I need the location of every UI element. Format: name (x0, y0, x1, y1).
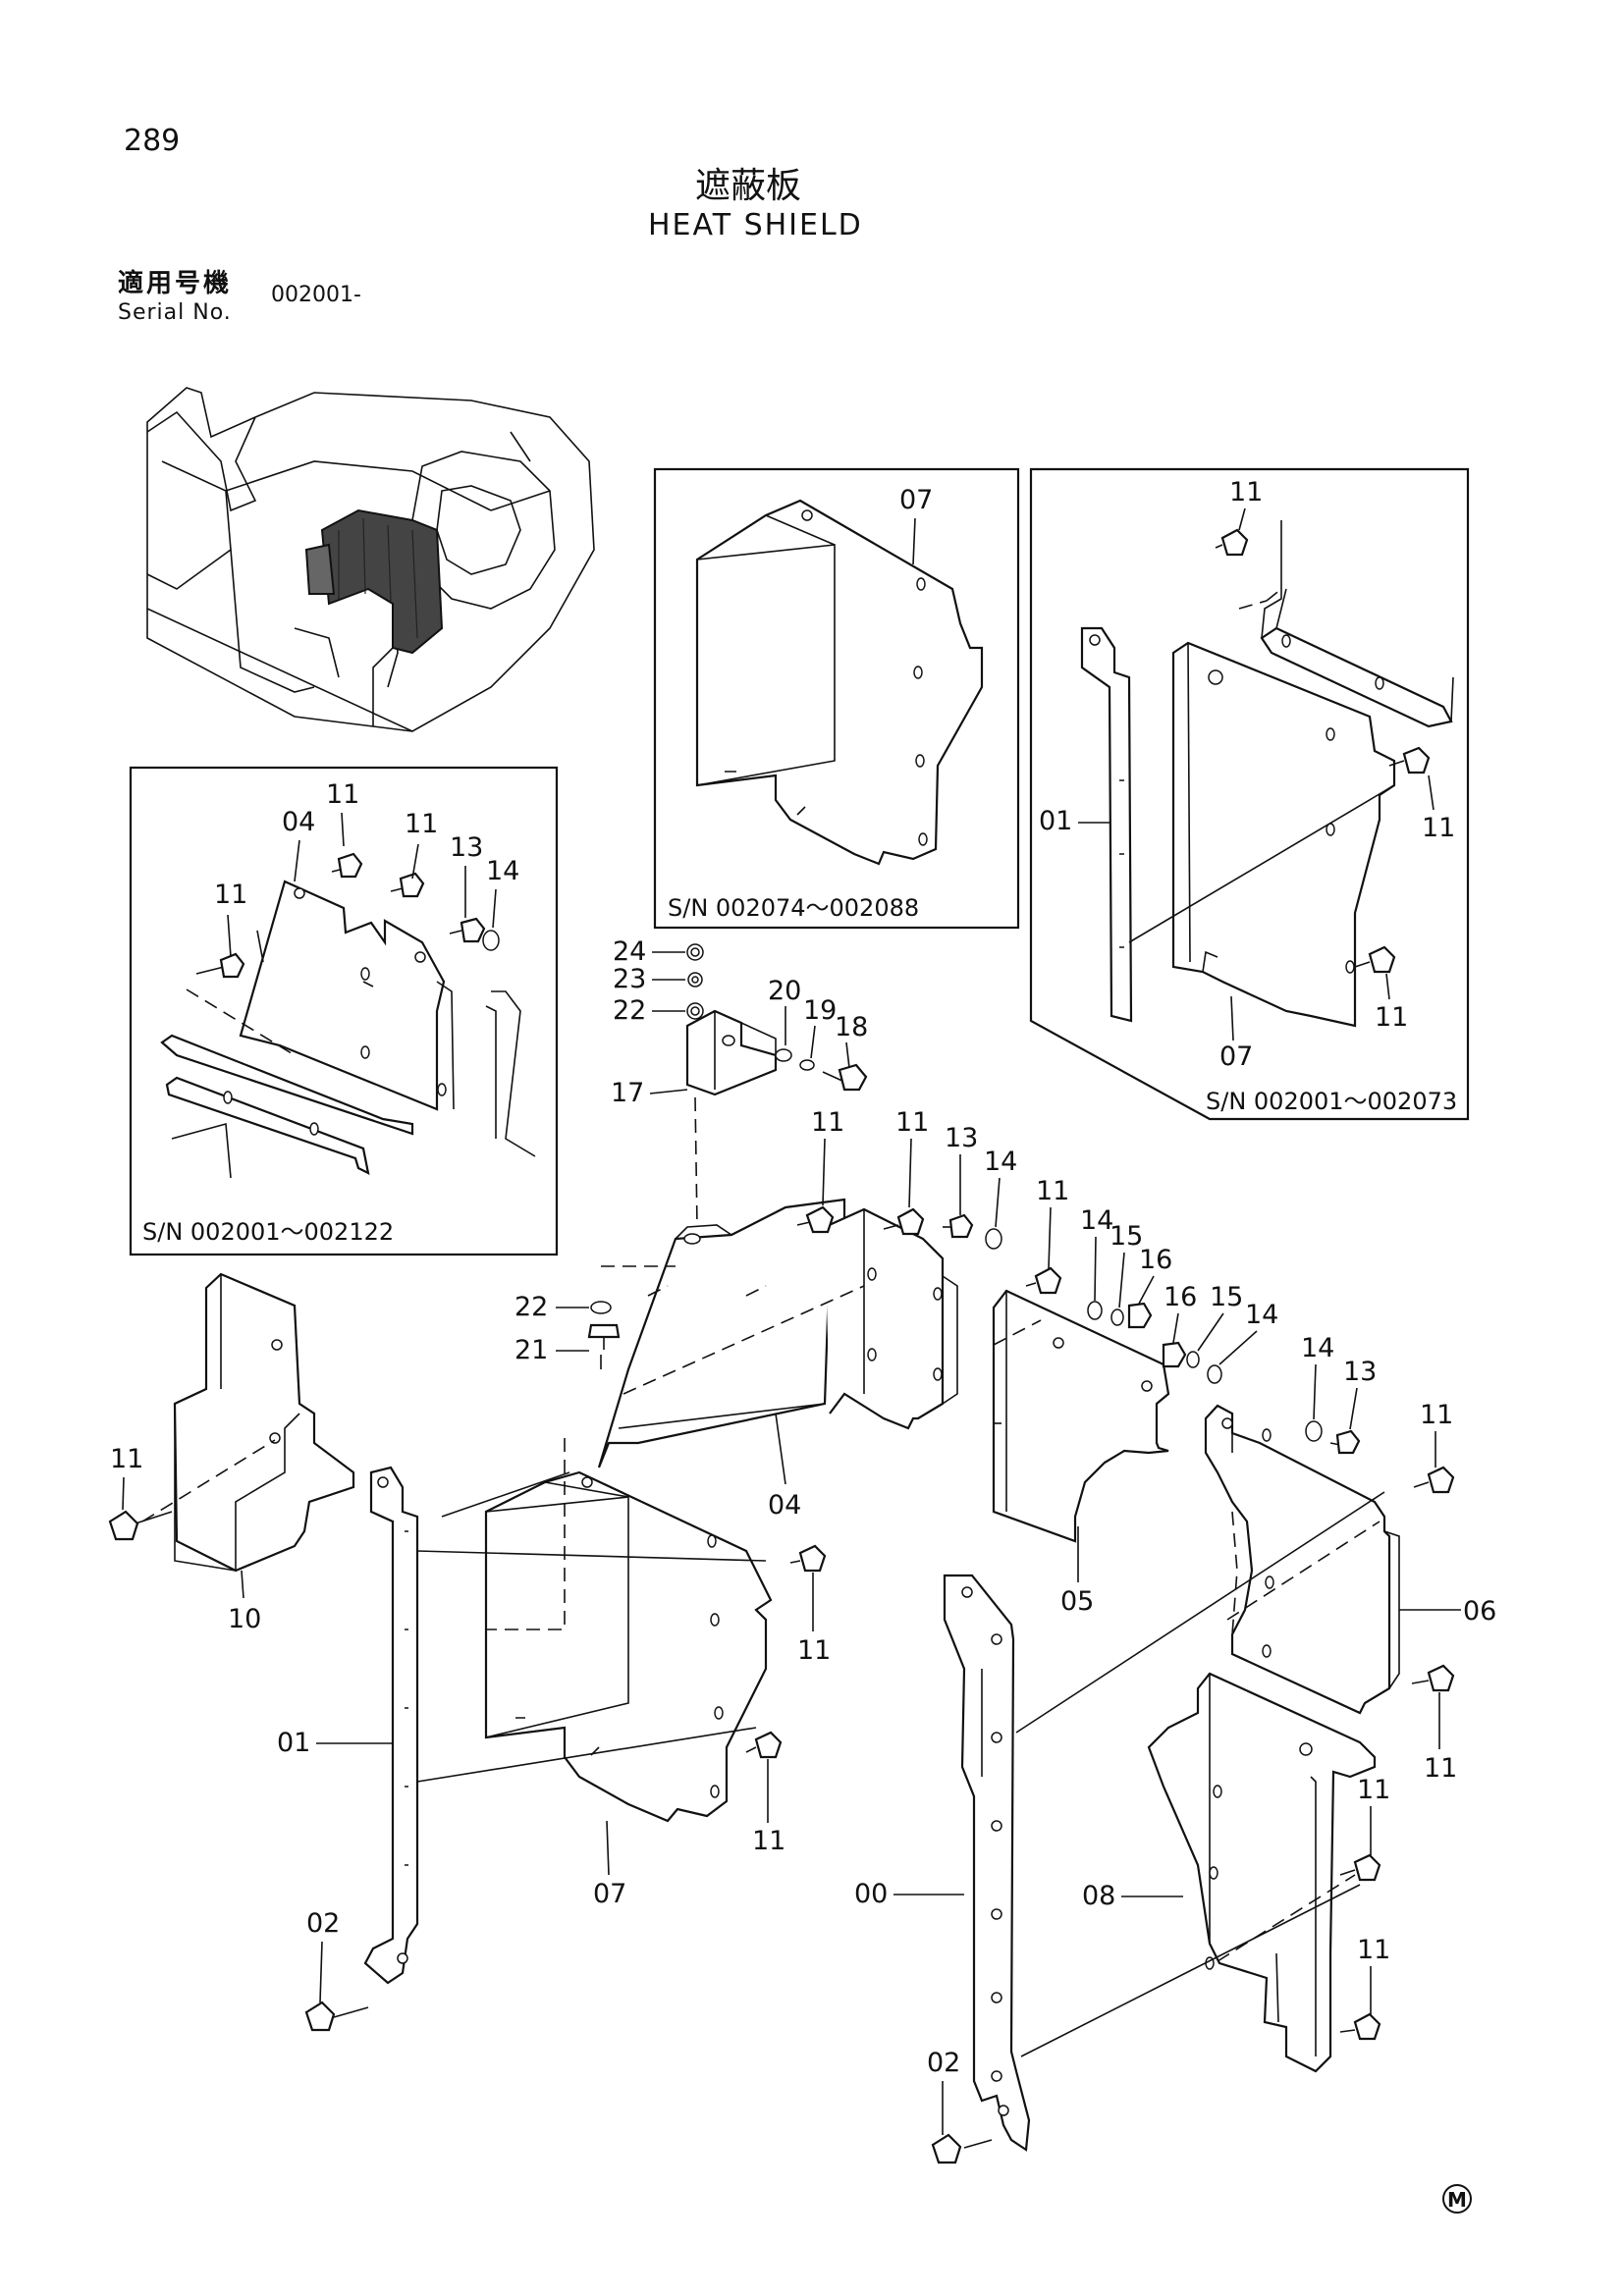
callout-14: 14 (1245, 1300, 1278, 1330)
callout-15: 15 (1210, 1282, 1243, 1312)
callout-07: 07 (1219, 1041, 1253, 1072)
callout-11: 11 (110, 1444, 143, 1474)
callout-20: 20 (768, 976, 801, 1006)
callout-00: 00 (854, 1879, 888, 1909)
callout-11: 11 (326, 779, 359, 810)
title-english: HEAT SHIELD (648, 208, 863, 242)
callout-19: 19 (803, 995, 837, 1026)
inset-left-caption: S/N 002001～002122 (142, 1218, 394, 1246)
callout-22: 22 (514, 1292, 548, 1322)
serial-value: 002001- (271, 283, 361, 307)
callout-13: 13 (945, 1123, 978, 1153)
callout-08: 08 (1082, 1881, 1115, 1911)
callout-04: 04 (768, 1490, 801, 1521)
callout-07: 07 (899, 485, 933, 515)
callout-22: 22 (613, 995, 646, 1026)
callout-11: 11 (1420, 1400, 1453, 1430)
callout-11: 11 (1375, 1002, 1408, 1033)
callout-04: 04 (282, 807, 315, 837)
callout-13: 13 (1343, 1357, 1377, 1387)
callout-14: 14 (1080, 1205, 1113, 1236)
callout-23: 23 (613, 964, 646, 994)
svg-text:M: M (1447, 2188, 1467, 2212)
callout-21: 21 (514, 1335, 548, 1365)
callout-17: 17 (611, 1078, 644, 1108)
inset-right-caption: S/N 002001～002073 (1206, 1088, 1457, 1115)
callout-24: 24 (613, 936, 646, 967)
serial-label-english: Serial No. (118, 300, 232, 325)
callout-11: 11 (1229, 477, 1263, 507)
callout-16: 16 (1164, 1282, 1197, 1312)
callout-02: 02 (306, 1908, 340, 1939)
callout-01: 01 (277, 1728, 310, 1758)
callout-01: 01 (1039, 806, 1072, 836)
callout-16: 16 (1139, 1245, 1172, 1275)
callout-11: 11 (811, 1107, 844, 1138)
callout-11: 11 (1424, 1753, 1457, 1784)
inset-right-frame: 11 11 11 01 07 S/N 002001～002073 (1029, 467, 1470, 1121)
inset-left-frame: 11 04 11 13 14 11 S/N 002001～002122 (129, 766, 559, 1256)
bolt-icon (195, 952, 245, 979)
callout-11: 11 (405, 809, 438, 839)
callout-15: 15 (1110, 1221, 1143, 1252)
callout-14: 14 (1301, 1333, 1334, 1363)
callout-11: 11 (797, 1635, 831, 1666)
callout-11: 11 (752, 1826, 785, 1856)
inset-middle-frame: 07 S/N 002074～002088 (653, 467, 1020, 930)
callout-11: 11 (214, 880, 247, 910)
serial-label-japanese: 適用号機 (118, 269, 233, 298)
callout-11: 11 (895, 1107, 929, 1138)
callout-05: 05 (1060, 1586, 1094, 1617)
callout-11: 11 (1357, 1935, 1390, 1965)
callout-11: 11 (1422, 813, 1455, 843)
callout-14: 14 (984, 1147, 1017, 1177)
callout-14: 14 (486, 856, 519, 886)
callout-06: 06 (1463, 1596, 1496, 1627)
callout-02: 02 (927, 2048, 960, 2078)
title-japanese: 遮蔽板 (695, 166, 802, 206)
callout-10: 10 (228, 1604, 261, 1634)
m-mark-icon: M (1442, 2184, 1472, 2214)
main-exploded-view: 24 23 22 20 19 18 17 10 11 01 02 (108, 936, 1496, 2164)
callout-18: 18 (835, 1012, 868, 1042)
callout-07: 07 (593, 1879, 626, 1909)
callout-11: 11 (1036, 1176, 1069, 1206)
inset-middle-caption: S/N 002074～002088 (668, 894, 919, 922)
callout-13: 13 (450, 832, 483, 863)
page-number: 289 (124, 124, 181, 158)
machine-overview (146, 387, 595, 732)
callout-11: 11 (1357, 1775, 1390, 1805)
